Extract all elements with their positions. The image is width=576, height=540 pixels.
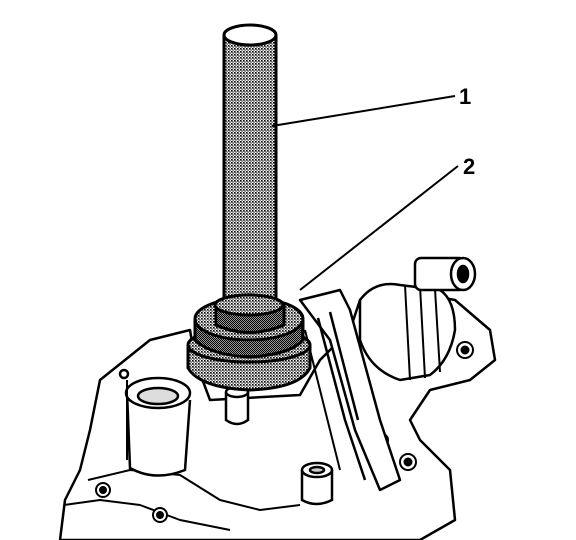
installer-tool-part-1 bbox=[213, 23, 286, 334]
case-bore-boss bbox=[118, 368, 192, 477]
leader-line-2 bbox=[299, 165, 459, 291]
callout-2: 2 bbox=[463, 154, 476, 179]
dowel-post bbox=[224, 385, 250, 426]
shift-rails bbox=[298, 288, 402, 492]
leader-lines bbox=[271, 95, 459, 291]
output-shaft-assembly bbox=[358, 256, 477, 382]
lower-post bbox=[300, 461, 334, 506]
leader-line-1 bbox=[271, 95, 456, 127]
callout-1: 1 bbox=[459, 84, 472, 109]
